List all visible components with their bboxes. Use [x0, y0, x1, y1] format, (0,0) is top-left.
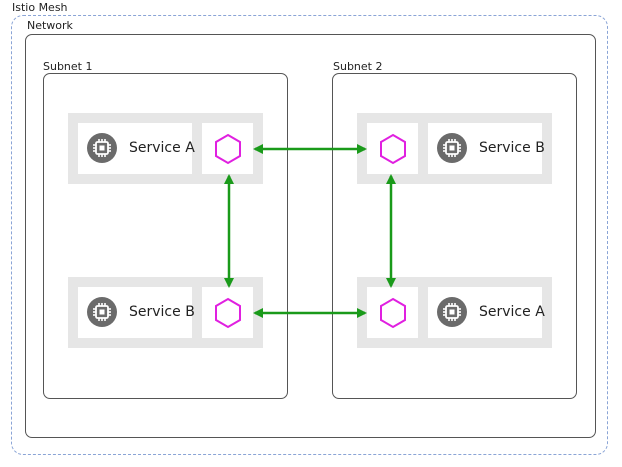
subnet-1-service-a-group: Service A [68, 113, 263, 184]
istio-mesh-label: Istio Mesh [10, 1, 70, 14]
service-label: Service A [479, 304, 545, 320]
network-label: Network [27, 19, 73, 32]
chip-icon [437, 297, 467, 327]
proxy-card [202, 287, 253, 338]
proxy-card [202, 123, 253, 174]
subnet-2-label: Subnet 2 [333, 60, 383, 73]
subnet-2-boundary [332, 73, 577, 399]
subnet-2-service-b-group: Service B [357, 113, 552, 184]
service-card: Service B [428, 123, 545, 174]
subnet-1-boundary [43, 73, 288, 399]
proxy-card [367, 287, 418, 338]
subnet-1-label: Subnet 1 [43, 60, 93, 73]
istio-mesh-boundary [11, 15, 608, 455]
service-label: Service B [129, 304, 195, 320]
hexagon-icon [378, 296, 408, 330]
subnet-1-service-b-group: Service B [68, 277, 263, 348]
service-card: Service B [78, 287, 195, 338]
chip-icon [437, 133, 467, 163]
proxy-card [367, 123, 418, 174]
service-card: Service A [428, 287, 545, 338]
service-card: Service A [78, 123, 195, 174]
service-label: Service A [129, 140, 195, 156]
hexagon-icon [213, 296, 243, 330]
chip-icon [87, 133, 117, 163]
hexagon-icon [378, 132, 408, 166]
chip-icon [87, 297, 117, 327]
hexagon-icon [213, 132, 243, 166]
service-label: Service B [479, 140, 545, 156]
network-boundary [25, 34, 596, 438]
subnet-2-service-a-group: Service A [357, 277, 552, 348]
